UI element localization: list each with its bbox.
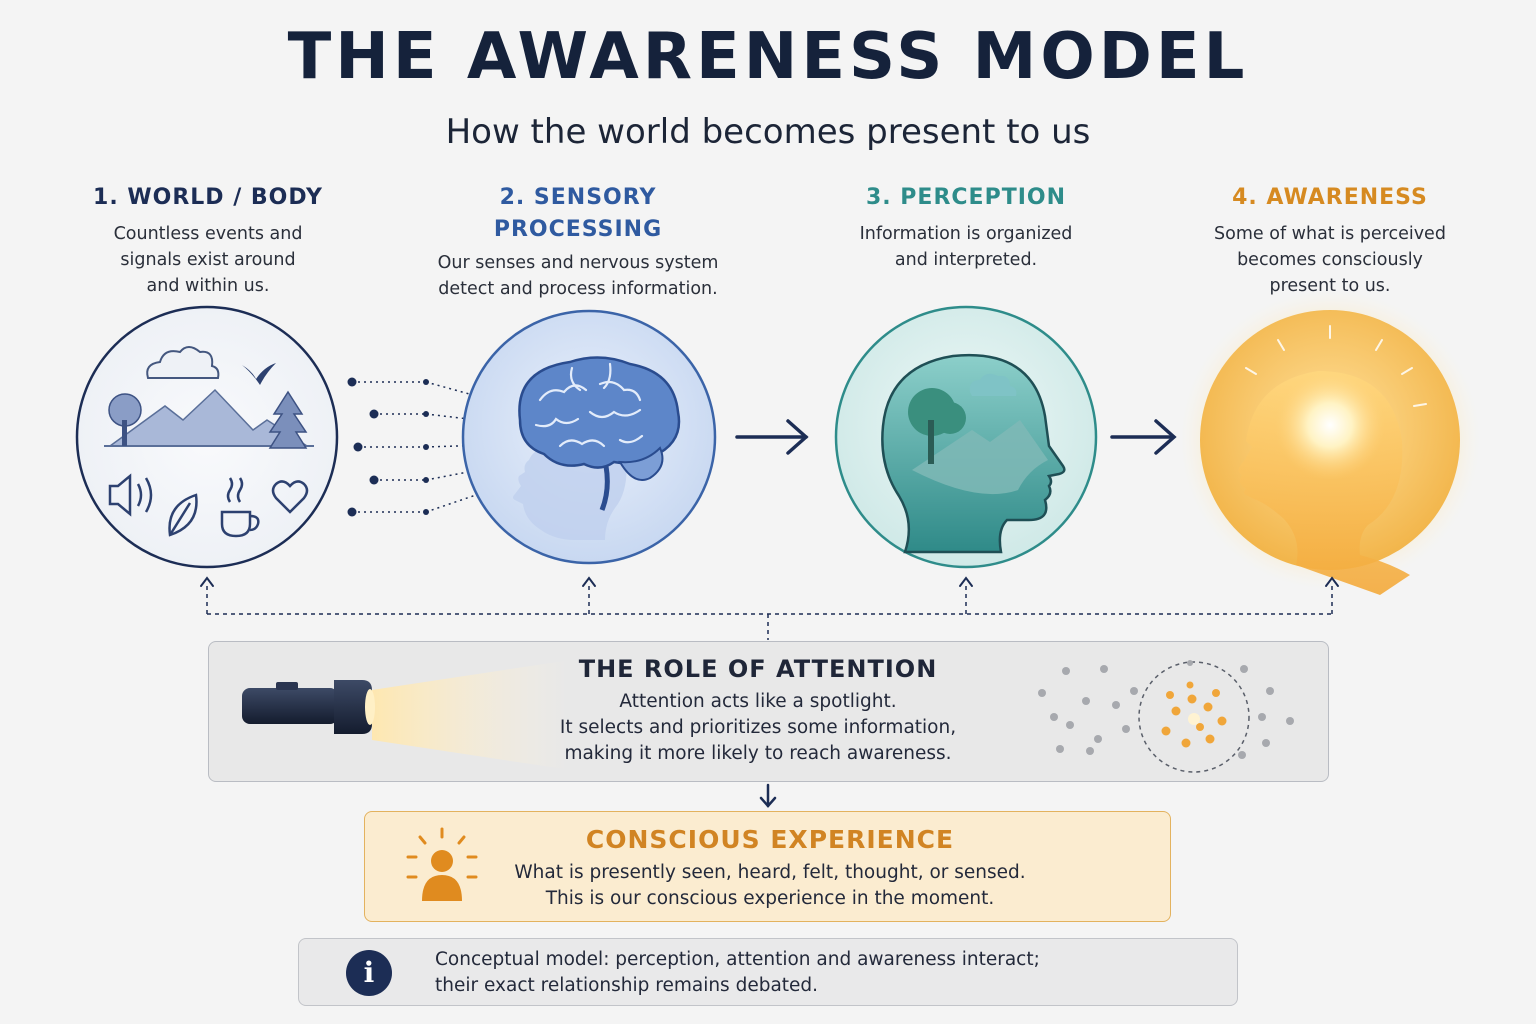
- coffee-icon: [220, 477, 260, 538]
- spotlight-dots-graphic: [1038, 660, 1294, 773]
- page-title: THE AWARENESS MODEL: [287, 20, 1249, 94]
- world-circle: [75, 305, 339, 569]
- flashlight-graphic: [242, 660, 570, 770]
- head-landscape-icon: [881, 353, 1066, 554]
- sensory-circle: [461, 309, 717, 565]
- attention-text: THE ROLE OF ATTENTION Attention acts lik…: [508, 655, 1008, 767]
- flashlight-icon: [242, 680, 375, 734]
- perception-circle: [834, 305, 1098, 569]
- conscious-experience-panel: [364, 811, 1171, 922]
- leaf-icon: [168, 493, 198, 537]
- stage-4-text: 4. AWARENESS Some of what is perceived b…: [1182, 182, 1478, 299]
- bird-icon: [242, 363, 276, 385]
- stage-1-title: 1. WORLD / BODY: [93, 185, 323, 210]
- awareness-circle: [1180, 290, 1480, 595]
- speaker-icon: [108, 473, 153, 517]
- attention-title: THE ROLE OF ATTENTION: [578, 655, 938, 683]
- stage-4-title: 4. AWARENESS: [1232, 185, 1428, 210]
- stage-2-desc: Our senses and nervous system detect and…: [437, 253, 719, 299]
- attention-feedback-lines: [206, 582, 1333, 640]
- conscious-desc: What is presently seen, heard, felt, tho…: [514, 862, 1026, 909]
- page-subtitle: How the world becomes present to us: [445, 112, 1091, 152]
- note-panel: [298, 938, 1238, 1006]
- stage-3-title: 3. PERCEPTION: [865, 185, 1067, 210]
- stage-4-desc: Some of what is perceived becomes consci…: [1214, 224, 1446, 296]
- stage-3-desc: Information is organized and interpreted…: [859, 224, 1073, 270]
- conscious-text: CONSCIOUS EXPERIENCE What is presently s…: [480, 825, 1060, 912]
- stage-3-text: 3. PERCEPTION Information is organized a…: [818, 182, 1114, 273]
- cloud-icon: [146, 346, 220, 379]
- arrow-sensory-to-perception: [735, 419, 809, 455]
- glowing-head-icon: [1238, 370, 1410, 595]
- brain-icon: [518, 356, 681, 511]
- attention-desc: Attention acts like a spotlight. It sele…: [559, 691, 957, 764]
- stage-1-text: 1. WORLD / BODY Countless events and sig…: [60, 182, 356, 299]
- info-icon: i: [346, 950, 392, 996]
- stage-1-desc: Countless events and signals exist aroun…: [113, 224, 303, 296]
- note-desc: Conceptual model: perception, attention …: [435, 949, 1040, 996]
- arrow-attention-to-conscious: [759, 783, 777, 808]
- tree-icon: [108, 390, 308, 449]
- attention-feedback-arrowheads: [200, 576, 1339, 587]
- conscious-title: CONSCIOUS EXPERIENCE: [585, 825, 955, 854]
- glowing-person-icon: [406, 827, 478, 901]
- stage-2-text: 2. SENSORY PROCESSING Our senses and ner…: [408, 182, 748, 302]
- light-rays: [1245, 325, 1427, 407]
- stage-2-title: 2. SENSORY PROCESSING: [493, 185, 663, 242]
- arrow-perception-to-awareness: [1110, 419, 1177, 455]
- heart-icon: [271, 480, 309, 514]
